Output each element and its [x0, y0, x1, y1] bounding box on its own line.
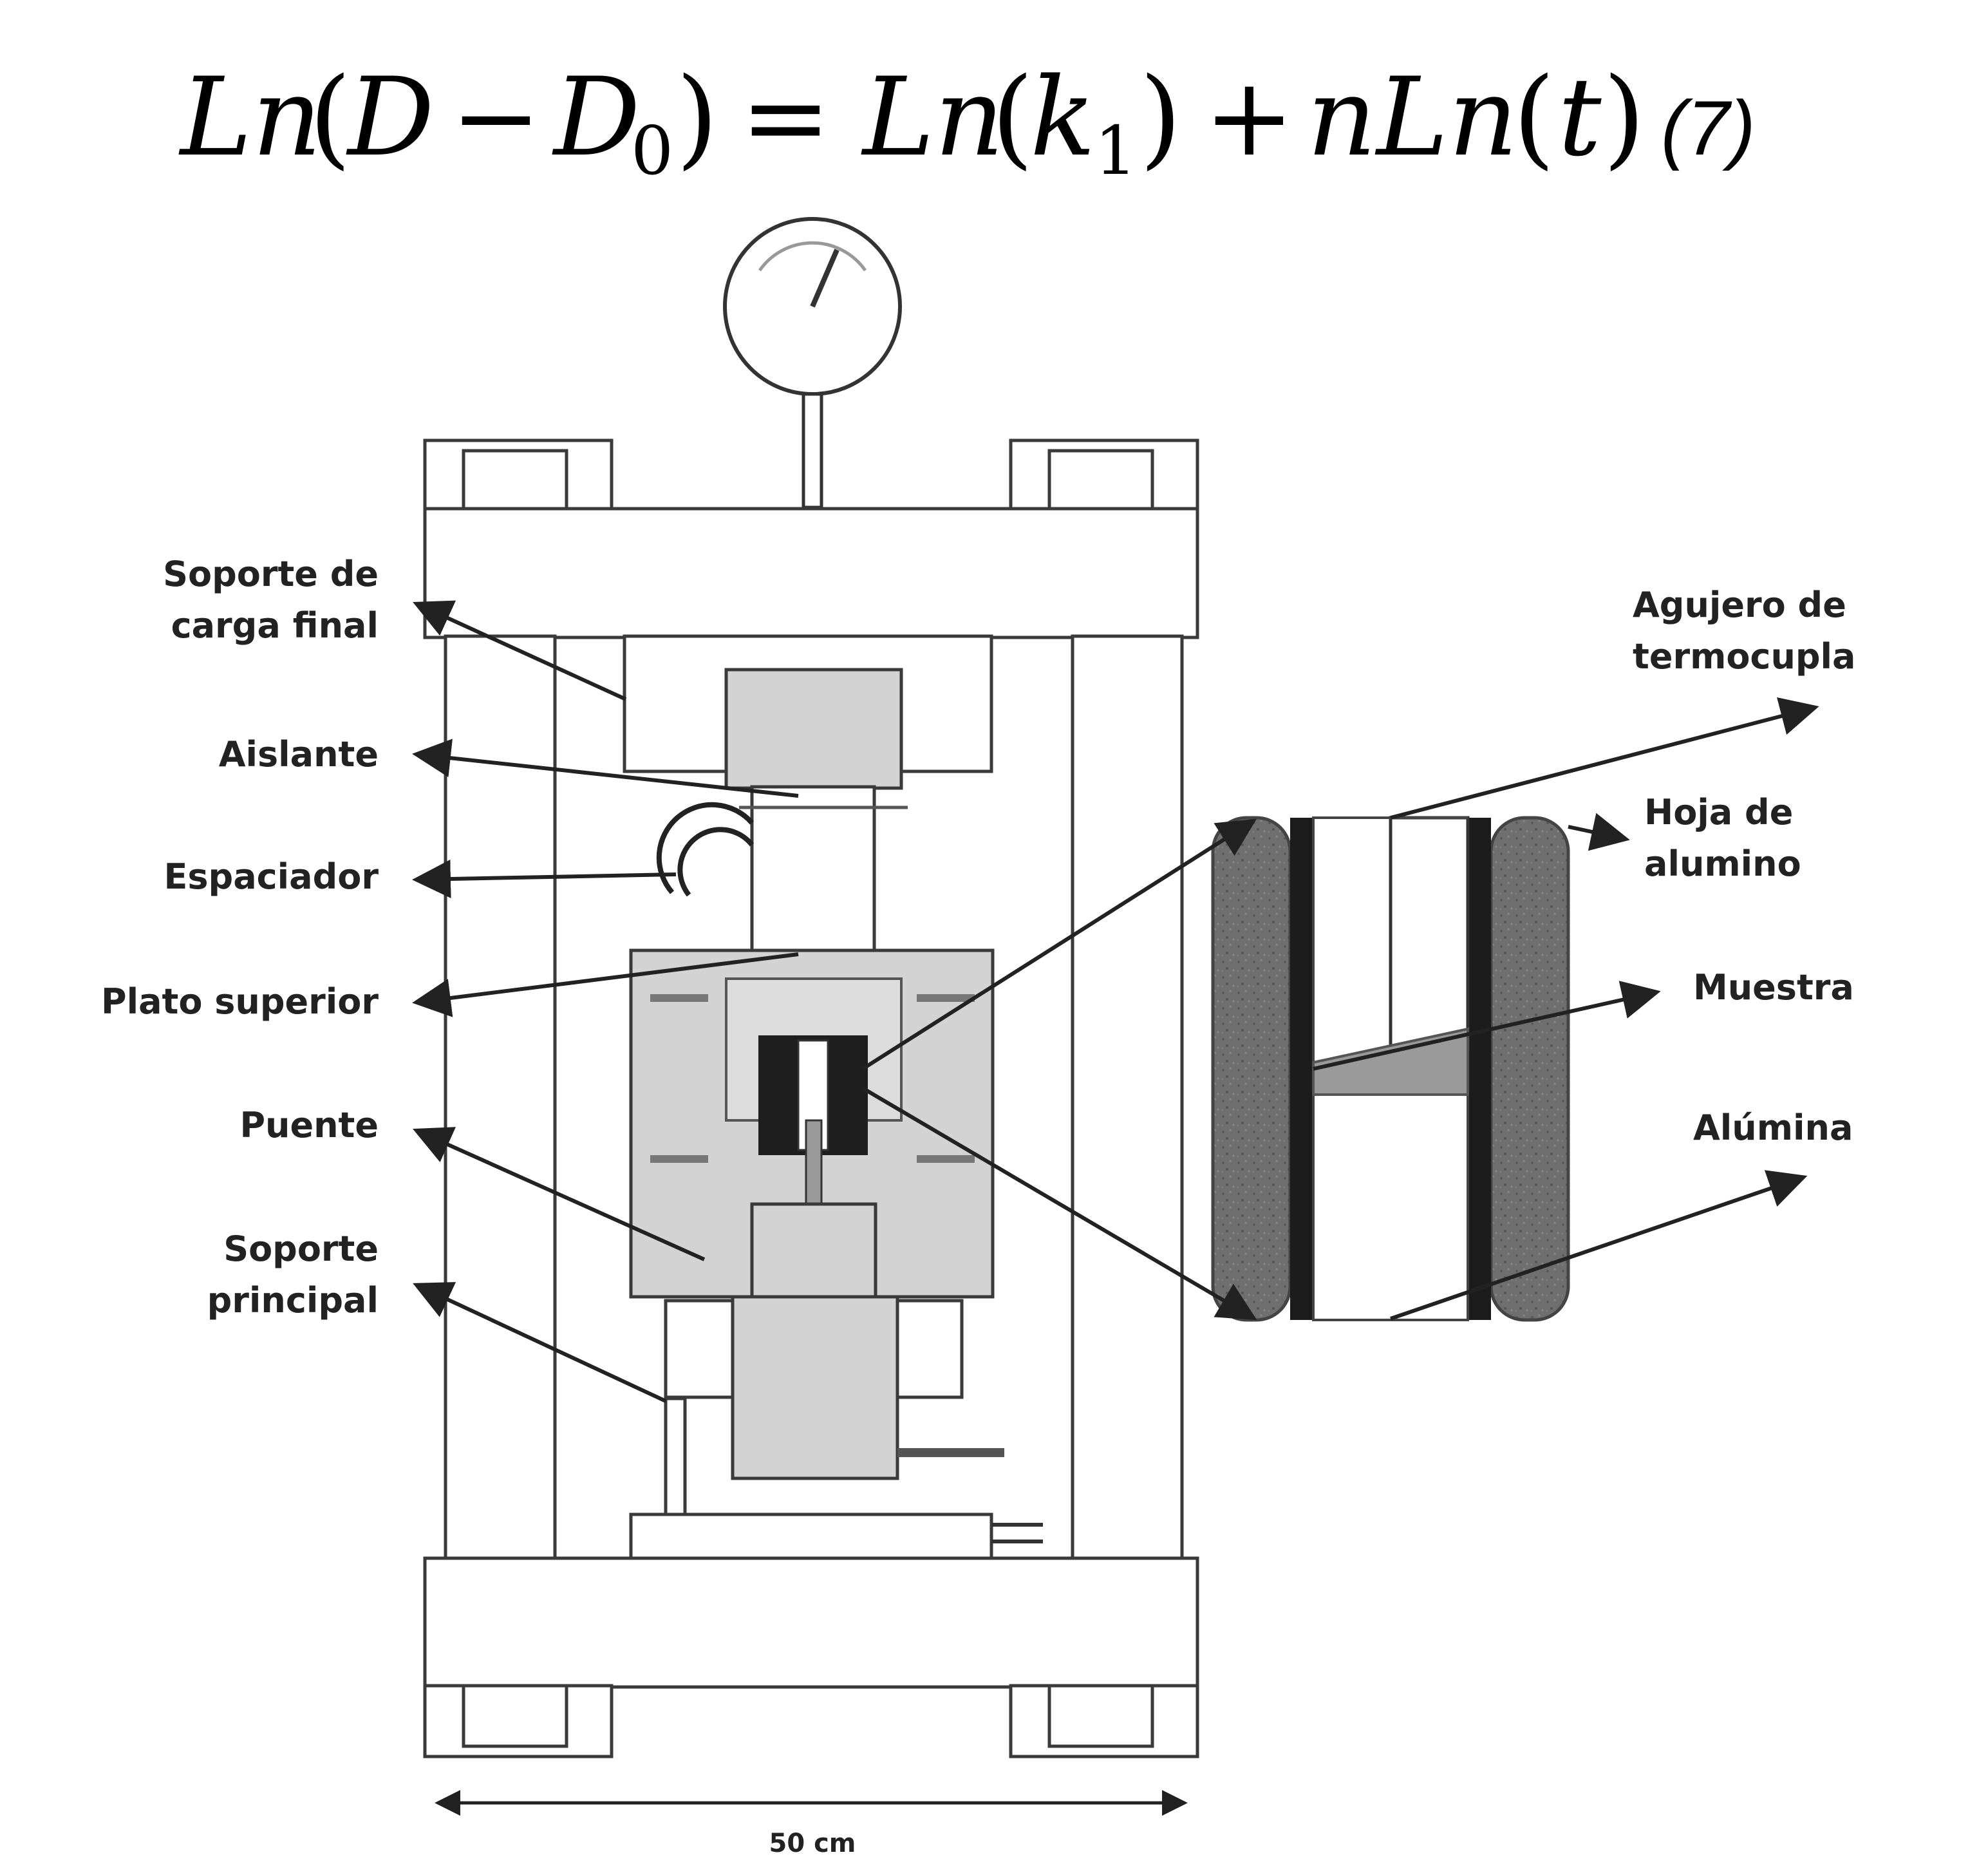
alumina-right [1489, 816, 1570, 1322]
equation: Ln ( D − D 0 ) = Ln ( k 1 ) + nLn ( t ) … [178, 54, 1756, 190]
right-column [1071, 634, 1184, 1560]
label-soporte-carga-line1: Soporte de [163, 554, 379, 594]
lower-piston [731, 1295, 899, 1480]
arrow-plato-superior [412, 952, 799, 1017]
eq-paren-close-1: ) [676, 54, 718, 180]
bottom-beam [423, 1556, 1199, 1689]
label-agujero-line1: Agujero de [1633, 585, 1846, 625]
eq-sub-1: 1 [1094, 111, 1137, 190]
eq-k-fn: Ln [861, 54, 1004, 180]
sample-detail-view [1211, 816, 1570, 1322]
label-espaciador: Espaciador [164, 856, 379, 897]
arrow-alumina [1390, 1170, 1808, 1321]
eq-var-t: t [1558, 54, 1602, 180]
arrow-soporte-carga [413, 600, 627, 701]
label-plato-superior: Plato superior [101, 981, 379, 1022]
arrow-zoom-top [861, 818, 1257, 1071]
label-aislante: Aislante [219, 734, 379, 775]
eq-paren-open-2: ( [991, 54, 1034, 180]
sample-rod [805, 1119, 823, 1205]
eq-lhs-fn: Ln [178, 54, 322, 180]
label-alumina: Alúmina [1693, 1107, 1853, 1148]
base-plate [629, 1512, 993, 1561]
spacer-arc-inner [677, 827, 755, 897]
eq-paren-close-3: ) [1603, 54, 1646, 180]
eq-minus: − [451, 54, 541, 180]
eq-paren-close-2: ) [1139, 54, 1182, 180]
leader-arrows [412, 600, 1819, 1403]
label-soporte-carga-line2: carga final [171, 605, 379, 646]
upper-load-block [724, 668, 903, 790]
arrow-muestra [1313, 981, 1661, 1071]
eq-var-d0: D [552, 54, 641, 180]
arrow-aislante [412, 739, 799, 798]
label-muestra: Muestra [1693, 967, 1854, 1008]
arrow-soporte-principal [413, 1282, 667, 1403]
label-puente: Puente [239, 1105, 379, 1145]
label-hoja-line2: alumino [1644, 843, 1801, 884]
arrow-agujero [1390, 697, 1819, 820]
spacer-arc-outer [656, 802, 755, 894]
arrow-puente [413, 1127, 706, 1261]
label-soporte-principal-line2: principal [207, 1280, 379, 1321]
eq-plus: + [1204, 54, 1295, 180]
gauge-needle [810, 249, 839, 308]
left-column [444, 634, 557, 1560]
label-hoja-line1: Hoja de [1644, 792, 1793, 833]
thermocouple-hole [1389, 816, 1470, 1051]
bottom-right-foot-inner [1047, 1684, 1154, 1748]
top-right-foot-inner [1047, 449, 1154, 513]
arrow-espaciador [412, 860, 677, 899]
top-beam [423, 507, 1199, 639]
foil-left [1290, 818, 1313, 1320]
foil-right [1468, 818, 1491, 1320]
width-dimension-label: 50 cm [769, 1829, 856, 1858]
eq-var-d: D [346, 54, 435, 180]
spacer-column [750, 785, 876, 952]
bottom-left-foot-inner [462, 1684, 568, 1748]
eq-sub-0: 0 [631, 111, 673, 190]
gauge-stem [802, 392, 823, 509]
top-left-foot-inner [462, 449, 568, 513]
arrow-hoja [1568, 813, 1630, 851]
eq-paren-open-3: ( [1513, 54, 1555, 180]
press-frame [423, 217, 1199, 1758]
dimension-line: 50 cm [435, 1790, 1188, 1858]
eq-var-k: k [1030, 54, 1096, 180]
label-agujero-line2: termocupla [1633, 636, 1856, 677]
eq-number: (7) [1661, 85, 1756, 171]
arrow-zoom-bottom [861, 1086, 1257, 1321]
eq-paren-open-1: ( [309, 54, 352, 180]
labels: Soporte de carga final Aislante Espaciad… [101, 554, 1855, 1321]
main-support-post [664, 1397, 687, 1516]
gauge-scale [758, 241, 867, 272]
label-soporte-principal-line1: Soporte [223, 1229, 379, 1269]
eq-equals: = [740, 54, 831, 180]
sample-layer [1312, 1027, 1469, 1096]
alumina-left [1211, 816, 1292, 1322]
eq-n-term: nLn [1307, 54, 1518, 180]
